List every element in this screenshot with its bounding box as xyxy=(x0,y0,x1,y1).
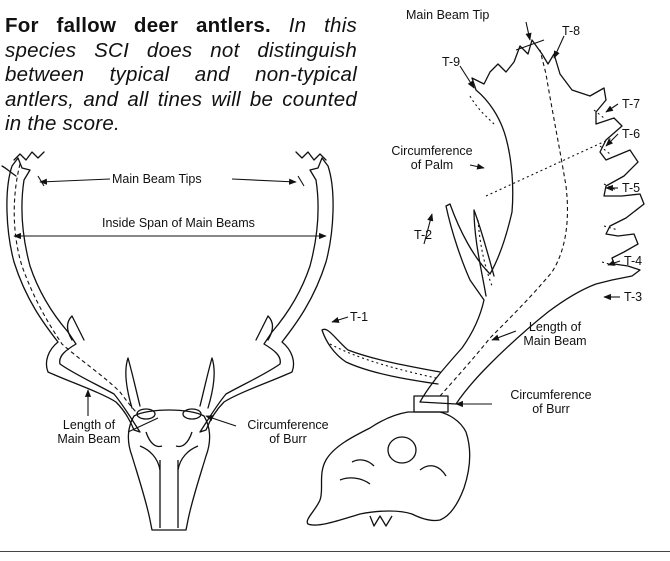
front-length-line1: Length of xyxy=(48,418,130,432)
bottom-rule xyxy=(0,551,670,552)
circumference-palm-label: Circumference of Palm xyxy=(378,144,486,172)
front-measurements xyxy=(14,164,326,432)
front-length-line2: Main Beam xyxy=(48,432,130,446)
front-length-main-beam-label: Length of Main Beam xyxy=(48,418,130,446)
intro-bold: For fallow deer antlers. xyxy=(5,14,271,37)
side-skull xyxy=(307,396,469,526)
front-right-antler xyxy=(200,158,333,432)
intro-paragraph: For fallow deer antlers. In this species… xyxy=(5,14,357,137)
side-antler-outline xyxy=(420,40,644,404)
tine-label-t5: T-5 xyxy=(622,181,640,195)
front-left-antler xyxy=(7,158,140,432)
front-burr-line2: of Burr xyxy=(236,432,340,446)
side-burr-line1: Circumference xyxy=(496,388,606,402)
front-circumference-burr-label: Circumference of Burr xyxy=(236,418,340,446)
main-beam-tips-label: Main Beam Tips xyxy=(112,172,202,186)
side-length-main-beam-label: Length of Main Beam xyxy=(510,320,600,348)
tine-label-t7: T-7 xyxy=(622,97,640,111)
front-burr-line1: Circumference xyxy=(236,418,340,432)
tine-label-t1: T-1 xyxy=(350,310,368,324)
inside-span-label: Inside Span of Main Beams xyxy=(102,216,255,230)
side-length-line1: Length of xyxy=(510,320,600,334)
side-burr-line2: of Burr xyxy=(496,402,606,416)
tine-label-t4: T-4 xyxy=(624,254,642,268)
front-skull xyxy=(128,409,209,530)
tine-label-t9: T-9 xyxy=(442,55,460,69)
tine-label-t6: T-6 xyxy=(622,127,640,141)
tine-label-t3: T-3 xyxy=(624,290,642,304)
palm-line1: Circumference xyxy=(378,144,486,158)
side-view-antler xyxy=(322,40,644,404)
tine-label-t8: T-8 xyxy=(562,24,580,38)
side-length-line2: Main Beam xyxy=(510,334,600,348)
front-view-antlers xyxy=(2,152,333,432)
tine-label-t2: T-2 xyxy=(414,228,432,242)
palm-line2: of Palm xyxy=(378,158,486,172)
main-beam-tip-label: Main Beam Tip xyxy=(406,8,489,22)
side-circumference-burr-label: Circumference of Burr xyxy=(496,388,606,416)
